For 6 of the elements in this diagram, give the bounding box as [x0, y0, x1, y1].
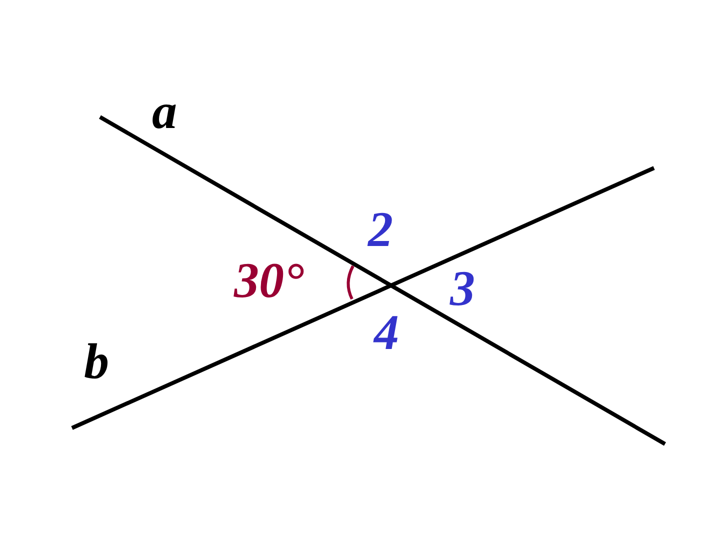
line-label: b: [84, 336, 109, 386]
angle-number: 3: [450, 263, 475, 313]
angle-number: 2: [368, 204, 393, 254]
angle-measure: 30°: [234, 255, 304, 305]
angle-number: 4: [374, 307, 399, 357]
line-label: a: [152, 86, 177, 136]
